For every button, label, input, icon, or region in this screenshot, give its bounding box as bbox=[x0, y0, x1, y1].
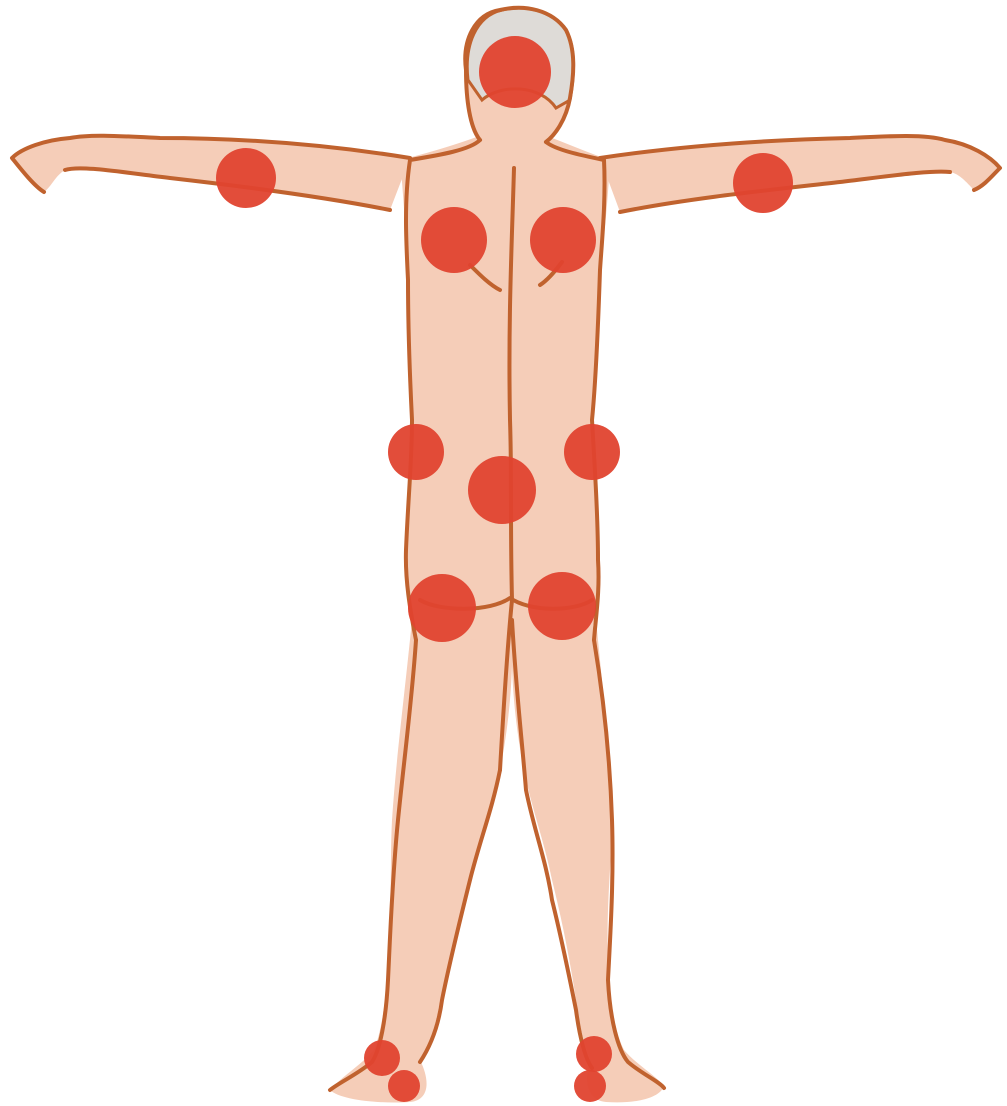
neck bbox=[478, 130, 552, 158]
left-shoulder-blade-marker bbox=[421, 207, 487, 273]
right-heel-marker bbox=[574, 1070, 606, 1102]
left-elbow-marker bbox=[216, 148, 276, 208]
left-buttock-marker bbox=[408, 574, 476, 642]
left-hip-marker bbox=[388, 424, 444, 480]
back-of-head-marker bbox=[479, 36, 551, 108]
right-hip-marker bbox=[564, 424, 620, 480]
body-silhouette bbox=[12, 8, 1000, 1103]
right-ankle-marker bbox=[576, 1036, 612, 1072]
left-ankle-marker bbox=[364, 1040, 400, 1076]
right-elbow-marker bbox=[733, 153, 793, 213]
left-arm bbox=[12, 136, 410, 210]
right-leg bbox=[512, 620, 664, 1102]
left-leg bbox=[330, 620, 512, 1103]
torso bbox=[400, 130, 610, 640]
right-arm bbox=[600, 136, 1000, 212]
left-heel-marker bbox=[388, 1070, 420, 1102]
right-shoulder-blade-marker bbox=[530, 207, 596, 273]
lower-back-marker bbox=[468, 456, 536, 524]
right-buttock-marker bbox=[528, 572, 596, 640]
